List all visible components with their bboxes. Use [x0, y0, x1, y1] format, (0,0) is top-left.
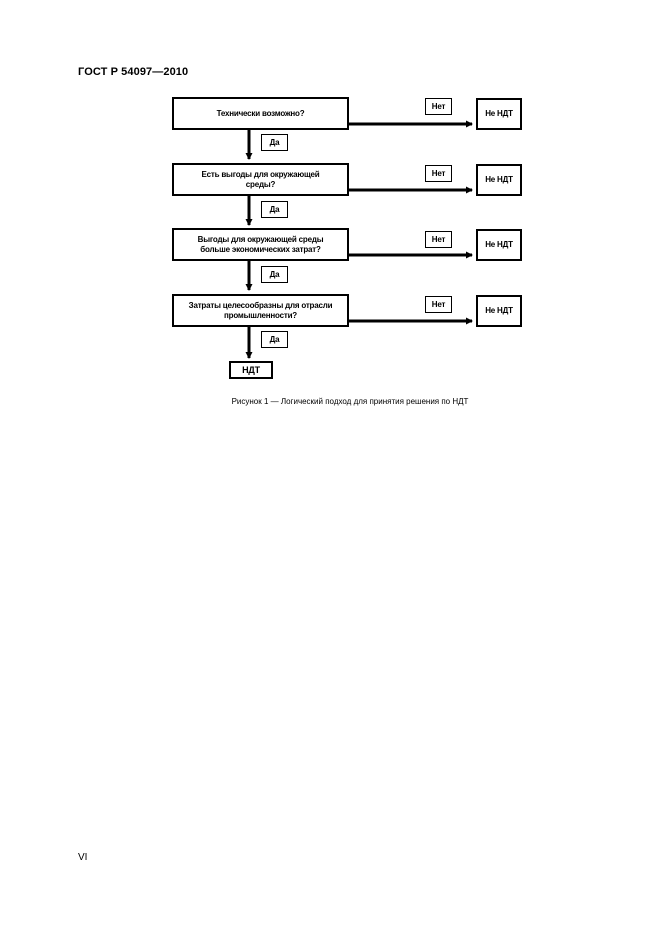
decision-box-environmental-benefits: Есть выгоды для окружающей среды?	[172, 163, 349, 196]
yes-label-1: Да	[261, 134, 288, 151]
decision-box-technical-feasibility: Технически возможно?	[172, 97, 349, 130]
decision-box-cost-feasibility: Затраты целесообразны для отрасли промыш…	[172, 294, 349, 327]
decision-box-benefits-vs-costs: Выгоды для окружающей среды больше эконо…	[172, 228, 349, 261]
document-code: ГОСТ Р 54097—2010	[78, 66, 189, 78]
no-label-1: Нет	[425, 98, 452, 115]
no-label-3: Нет	[425, 231, 452, 248]
figure-caption: Рисунок 1 — Логический подход для принят…	[231, 397, 469, 406]
outcome-not-bat-2: Не НДТ	[476, 164, 522, 196]
decision-text-line-1: Затраты целесообразны для отрасли	[188, 300, 333, 310]
outcome-bat: НДТ	[229, 361, 273, 379]
yes-label-3: Да	[261, 266, 288, 283]
outcome-not-bat-1: Не НДТ	[476, 98, 522, 130]
outcome-not-bat-3: Не НДТ	[476, 229, 522, 261]
decision-text-line-2: среды?	[245, 179, 276, 189]
decision-text-line-2: промышленности?	[224, 310, 297, 320]
no-label-2: Нет	[425, 165, 452, 182]
page-number: VI	[78, 852, 88, 863]
decision-text-line-1: Выгоды для окружающей среды	[197, 234, 324, 244]
decision-text-line-2: больше экономических затрат?	[200, 244, 321, 254]
decision-text-line-1: Есть выгоды для окружающей	[201, 169, 320, 179]
yes-label-2: Да	[261, 201, 288, 218]
no-label-4: Нет	[425, 296, 452, 313]
decision-text: Технически возможно?	[216, 108, 305, 118]
yes-label-4: Да	[261, 331, 288, 348]
outcome-not-bat-4: Не НДТ	[476, 295, 522, 327]
